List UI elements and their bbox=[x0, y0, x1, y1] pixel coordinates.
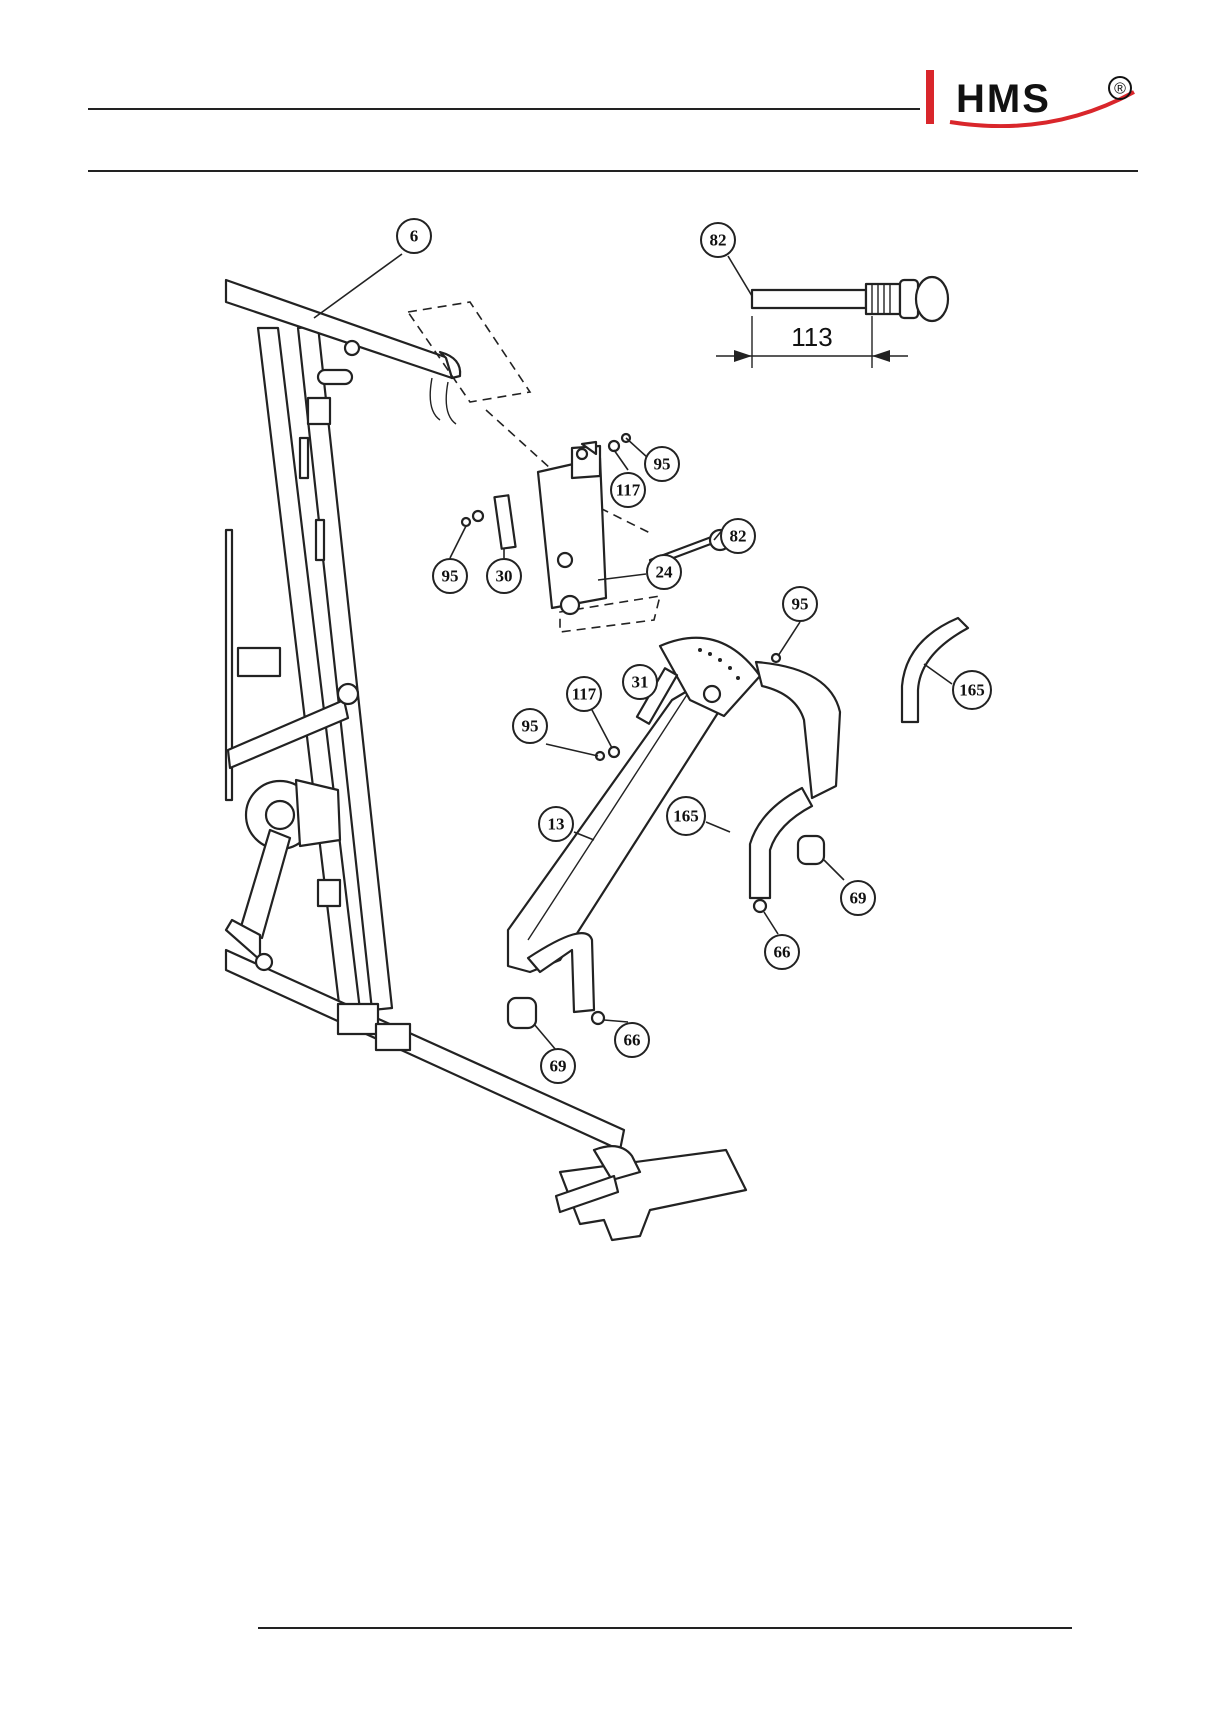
cross-bar-knob bbox=[338, 684, 358, 704]
selector-hole-2 bbox=[708, 652, 712, 656]
svg-text:6: 6 bbox=[410, 227, 419, 246]
bracket-hole bbox=[577, 449, 587, 459]
end-cap-right bbox=[754, 900, 766, 912]
leader-lines bbox=[314, 254, 952, 1050]
svg-text:66: 66 bbox=[624, 1031, 641, 1050]
washer-left-1 bbox=[473, 511, 483, 521]
pin-knob bbox=[916, 277, 948, 321]
dimension-arrow-left bbox=[734, 350, 752, 362]
callout-117-top: 117 bbox=[611, 473, 645, 507]
callout-82-detail: 82 bbox=[701, 223, 735, 257]
callout-69-left: 69 bbox=[541, 1049, 575, 1083]
svg-text:13: 13 bbox=[548, 815, 565, 834]
leader-165a bbox=[924, 664, 952, 684]
dimension-arrow-right bbox=[872, 350, 890, 362]
roller-arm bbox=[756, 662, 840, 798]
callout-95-left: 95 bbox=[433, 559, 467, 593]
bracket-roller bbox=[561, 596, 579, 614]
leader-117b bbox=[592, 710, 612, 748]
svg-text:95: 95 bbox=[792, 595, 809, 614]
svg-text:69: 69 bbox=[850, 889, 867, 908]
svg-text:24: 24 bbox=[656, 563, 674, 582]
foam-roller-left bbox=[508, 998, 536, 1028]
callout-6: 6 bbox=[397, 219, 431, 253]
beam-bracket bbox=[430, 378, 456, 424]
upright-pin bbox=[318, 370, 352, 384]
tube-165-upper bbox=[902, 618, 968, 722]
hidden-line-mid bbox=[600, 508, 652, 534]
selector-pivot bbox=[704, 686, 720, 702]
callout-13: 13 bbox=[539, 807, 573, 841]
svg-text:117: 117 bbox=[616, 481, 641, 500]
bracket-bolt bbox=[558, 553, 572, 567]
leader-66b bbox=[604, 1020, 628, 1022]
callout-69-right: 69 bbox=[841, 881, 875, 915]
pin-spring bbox=[866, 284, 900, 314]
pivot-bracket bbox=[296, 780, 340, 846]
svg-text:82: 82 bbox=[730, 527, 747, 546]
base-junction bbox=[338, 1004, 378, 1034]
leader-95a bbox=[626, 438, 648, 458]
leader-95d bbox=[546, 744, 598, 756]
selector-hole bbox=[698, 648, 702, 652]
pivot-hub bbox=[266, 801, 294, 829]
callout-24: 24 bbox=[647, 555, 681, 589]
end-cap-left bbox=[592, 1012, 604, 1024]
leader-117a bbox=[614, 450, 628, 470]
callout-95-arm-left: 95 bbox=[513, 709, 547, 743]
leader-69b bbox=[534, 1024, 556, 1050]
upright-slot bbox=[300, 438, 308, 478]
leader-6 bbox=[314, 254, 402, 318]
svg-text:95: 95 bbox=[522, 717, 539, 736]
pin-shaft bbox=[752, 290, 866, 308]
selector-hole-4 bbox=[728, 666, 732, 670]
svg-text:165: 165 bbox=[959, 681, 985, 700]
callout-31: 31 bbox=[623, 665, 657, 699]
leader-66a bbox=[764, 912, 778, 934]
washer-arm bbox=[609, 747, 619, 757]
svg-text:69: 69 bbox=[550, 1057, 567, 1076]
leader-95b bbox=[450, 526, 466, 558]
pin-30 bbox=[494, 495, 515, 548]
selector-hole-3 bbox=[718, 658, 722, 662]
callout-165-upper: 165 bbox=[953, 671, 991, 709]
svg-text:95: 95 bbox=[442, 567, 459, 586]
bracket-body bbox=[538, 458, 606, 608]
svg-text:117: 117 bbox=[572, 685, 597, 704]
foam-roller-right bbox=[798, 836, 824, 864]
bolt-left-1 bbox=[462, 518, 470, 526]
callout-82-assembly: 82 bbox=[721, 519, 755, 553]
lower-plate bbox=[318, 880, 340, 906]
svg-text:165: 165 bbox=[673, 807, 699, 826]
svg-text:82: 82 bbox=[710, 231, 727, 250]
dimension-value: 113 bbox=[791, 322, 832, 352]
leader-165b bbox=[706, 822, 730, 832]
callout-95-arm-top: 95 bbox=[783, 587, 817, 621]
callout-66-right: 66 bbox=[765, 935, 799, 969]
callout-165-lower: 165 bbox=[667, 797, 705, 835]
svg-text:31: 31 bbox=[632, 673, 649, 692]
rear-plate bbox=[238, 648, 280, 676]
leader-82a bbox=[728, 256, 752, 296]
leader-95c bbox=[778, 622, 800, 656]
pin-82-detail: 113 bbox=[716, 277, 948, 368]
callout-117-arm: 117 bbox=[567, 677, 601, 711]
upright-plate bbox=[308, 398, 330, 424]
top-beam-hole bbox=[345, 341, 359, 355]
selector-hole-5 bbox=[736, 676, 740, 680]
svg-text:66: 66 bbox=[774, 943, 791, 962]
callout-30: 30 bbox=[487, 559, 521, 593]
leader-69a bbox=[824, 860, 844, 880]
svg-text:30: 30 bbox=[496, 567, 513, 586]
upright-slot-2 bbox=[316, 520, 324, 560]
base-bolt bbox=[256, 954, 272, 970]
callout-95-top-right: 95 bbox=[645, 447, 679, 481]
base-junction-2 bbox=[376, 1024, 410, 1050]
washer-right-1 bbox=[609, 441, 619, 451]
svg-text:95: 95 bbox=[654, 455, 671, 474]
lower-strut bbox=[240, 830, 290, 938]
callout-66-left: 66 bbox=[615, 1023, 649, 1057]
